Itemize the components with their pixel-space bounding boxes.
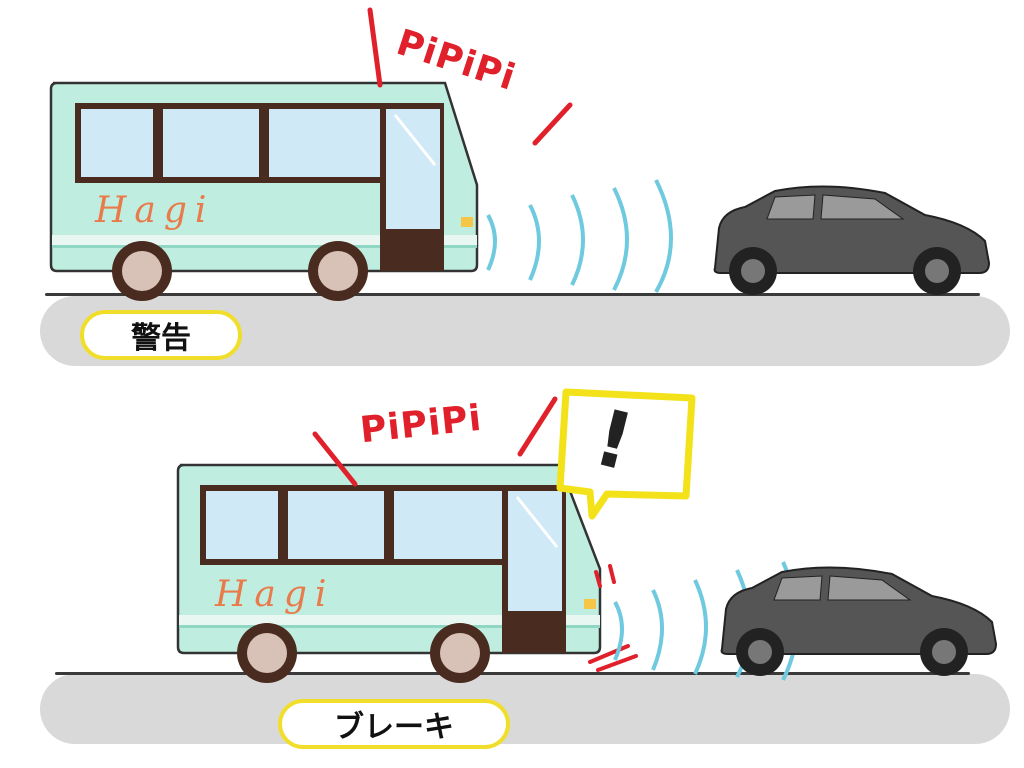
- sound-mark-lines: [312, 396, 558, 487]
- brake-scene: Hagi PiPiPi ! ブレーキ: [0, 384, 1024, 768]
- road-line: [55, 672, 970, 675]
- road-shadow: [40, 674, 1010, 744]
- scene-label-warning: 警告: [80, 310, 242, 360]
- scene-label-brake: ブレーキ: [278, 699, 510, 749]
- brake-marks: [588, 564, 638, 672]
- bus: [176, 463, 602, 683]
- car: [713, 185, 991, 295]
- alert-bubble: [556, 388, 696, 520]
- bus-brand-text: Hagi: [95, 190, 215, 231]
- car: [720, 566, 998, 676]
- bus-brand-text: Hagi: [215, 574, 335, 615]
- road-line: [45, 293, 980, 296]
- sensor-waves: [486, 179, 673, 293]
- sound-mark-lines: [367, 7, 573, 146]
- bus: [49, 81, 479, 301]
- warning-scene: Hagi PiPiPi 警告: [40, 7, 1010, 366]
